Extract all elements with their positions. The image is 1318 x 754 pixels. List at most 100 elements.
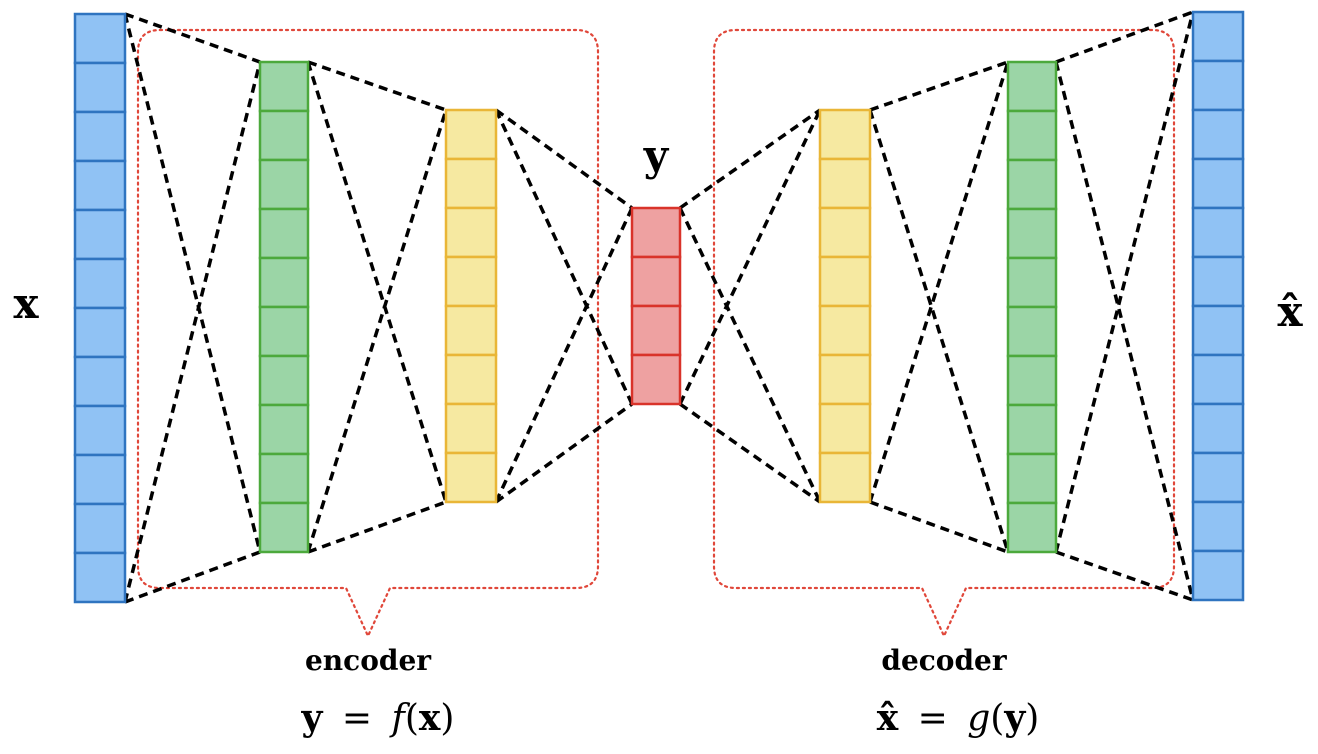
connector-group <box>123 10 1195 604</box>
decoder-formula-lhs: x̂ <box>877 697 899 739</box>
connector-line <box>1055 10 1194 64</box>
encoder-formula-lhs: y <box>301 697 324 739</box>
connector-line <box>678 402 822 504</box>
layer-cell <box>444 206 498 259</box>
layer-cell <box>1006 501 1058 554</box>
decoder-formula-open: ( <box>990 698 1004 739</box>
connector-line <box>123 61 262 603</box>
connector-line <box>307 60 447 112</box>
encoder-hidden-1 <box>258 60 310 554</box>
connector-line <box>869 60 1009 112</box>
connector-line <box>678 109 822 405</box>
connector-line <box>678 207 822 503</box>
layer-cell <box>818 255 872 308</box>
layer-cell <box>73 61 127 114</box>
connector-line <box>494 207 634 503</box>
latent-label: y <box>643 131 670 180</box>
layer-cell <box>818 451 872 504</box>
connector-line <box>1054 11 1195 553</box>
layer-cell <box>1191 549 1245 602</box>
bracket-group <box>136 28 1176 639</box>
layer-cell <box>73 551 127 604</box>
connector-line <box>307 500 447 554</box>
layer-cell <box>1006 109 1058 162</box>
layer-cell <box>444 157 498 210</box>
encoder-formula: y = f(x) <box>301 697 455 739</box>
layer-cell <box>1191 255 1245 308</box>
input-layer <box>73 12 127 604</box>
layer-cell <box>258 403 310 456</box>
layer-cell <box>444 353 498 406</box>
layer-cell <box>818 206 872 259</box>
connector-line <box>1054 61 1195 601</box>
connector-line <box>494 402 634 504</box>
layer-cell <box>818 157 872 210</box>
layer-cell <box>73 404 127 457</box>
connector-line <box>124 12 261 64</box>
layer-cell <box>73 355 127 408</box>
encoder-formula-open: ( <box>405 698 419 739</box>
layer-cell <box>444 304 498 357</box>
connector-line <box>494 108 634 210</box>
encoder-formula-arg: x <box>419 697 441 739</box>
layer-cell <box>1006 354 1058 407</box>
layer-cell <box>73 159 127 212</box>
decoder-formula-close: ) <box>1025 698 1039 739</box>
layer-cell <box>1191 157 1245 210</box>
layer-cell <box>1191 108 1245 161</box>
encoder-title: encoder <box>305 644 432 677</box>
layer-cell <box>73 306 127 359</box>
connector-line <box>124 550 261 604</box>
decoder-formula-eq: = <box>918 698 948 739</box>
layer-group <box>73 10 1245 604</box>
layer-cell <box>73 110 127 163</box>
layer-cell <box>1006 158 1058 211</box>
layer-cell <box>258 158 310 211</box>
layer-cell <box>1191 451 1245 504</box>
decoder-formula-arg: y <box>1003 697 1026 739</box>
decoder-formula-fn: g <box>967 698 990 739</box>
layer-cell <box>444 255 498 308</box>
encoder-formula-eq: = <box>342 698 372 739</box>
output-label: x̂ <box>1277 287 1303 336</box>
decoder-title: decoder <box>881 644 1008 677</box>
layer-cell <box>258 354 310 407</box>
encoder-formula-close: ) <box>440 698 454 739</box>
layer-cell <box>818 353 872 406</box>
layer-cell <box>73 257 127 310</box>
decoder-hidden-1 <box>818 108 872 504</box>
layer-cell <box>630 304 682 357</box>
layer-cell <box>1006 207 1058 260</box>
connector-line <box>123 13 262 553</box>
layer-cell <box>258 109 310 162</box>
layer-cell <box>73 208 127 261</box>
layer-cell <box>1191 59 1245 112</box>
layer-cell <box>258 452 310 505</box>
layer-cell <box>1006 452 1058 505</box>
connector-line <box>868 109 1010 553</box>
decoder-formula: x̂ = g(y) <box>877 697 1040 739</box>
layer-cell <box>818 402 872 455</box>
layer-cell <box>258 305 310 358</box>
layer-cell <box>1191 10 1245 63</box>
output-layer <box>1191 10 1245 602</box>
layer-cell <box>818 304 872 357</box>
layer-cell <box>258 501 310 554</box>
connector-line <box>869 500 1009 554</box>
encoder-bracket <box>136 28 600 639</box>
connector-line <box>1055 550 1194 602</box>
layer-cell <box>1006 403 1058 456</box>
layer-cell <box>258 256 310 309</box>
layer-cell <box>818 108 872 161</box>
layer-cell <box>73 12 127 65</box>
layer-cell <box>73 453 127 506</box>
connector-line <box>306 109 448 553</box>
layer-cell <box>1191 304 1245 357</box>
decoder-bracket <box>712 28 1176 639</box>
layer-cell <box>1191 500 1245 553</box>
layer-cell <box>1006 305 1058 358</box>
encoder-hidden-2 <box>444 108 498 504</box>
layer-cell <box>444 451 498 504</box>
layer-cell <box>630 206 682 259</box>
